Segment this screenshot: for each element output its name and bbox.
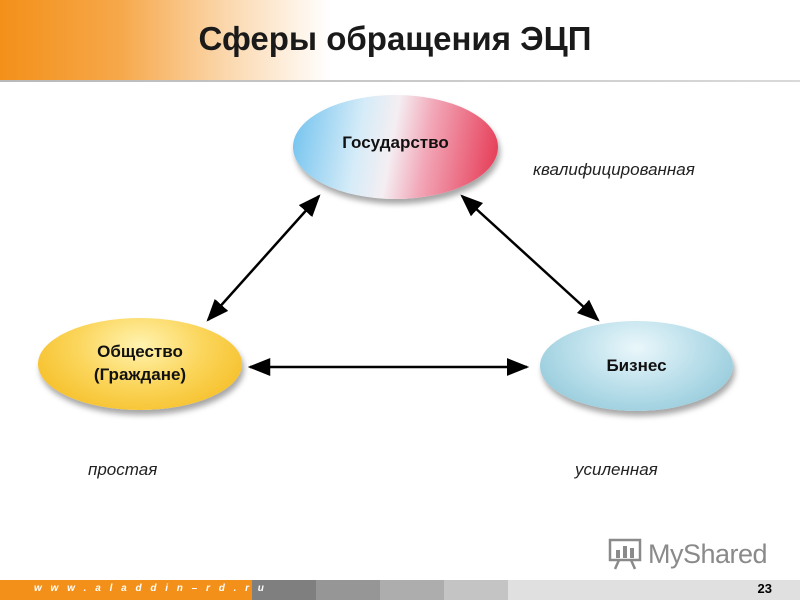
arrow-government-business — [460, 194, 600, 322]
node-society: Общество (Граждане) — [38, 318, 242, 410]
node-government-label: Государство — [342, 133, 449, 152]
footer-bar — [0, 580, 800, 600]
header-divider — [0, 80, 800, 82]
node-business: Бизнес — [540, 321, 733, 411]
arrow-government-society — [206, 194, 321, 322]
slide-title: Сферы обращения ЭЦП — [198, 20, 592, 57]
myshared-watermark: MyShared — [608, 536, 768, 572]
footer-url: w w w . a l a d d i n – r d . r u — [34, 583, 267, 594]
node-society-label-line1: Общество — [97, 342, 183, 362]
node-government: Государство — [293, 95, 498, 199]
label-simple: простая — [88, 460, 158, 479]
watermark-text: MyShared — [648, 538, 768, 569]
node-business-label: Бизнес — [606, 356, 667, 375]
node-society-label-line2: (Граждане) — [93, 365, 187, 384]
header-gradient-band — [0, 0, 800, 80]
label-qualified: квалифицированная — [533, 160, 695, 179]
label-enhanced: усиленная — [575, 460, 658, 479]
presentation-board-icon — [608, 538, 642, 570]
page-number: 23 — [757, 581, 772, 596]
